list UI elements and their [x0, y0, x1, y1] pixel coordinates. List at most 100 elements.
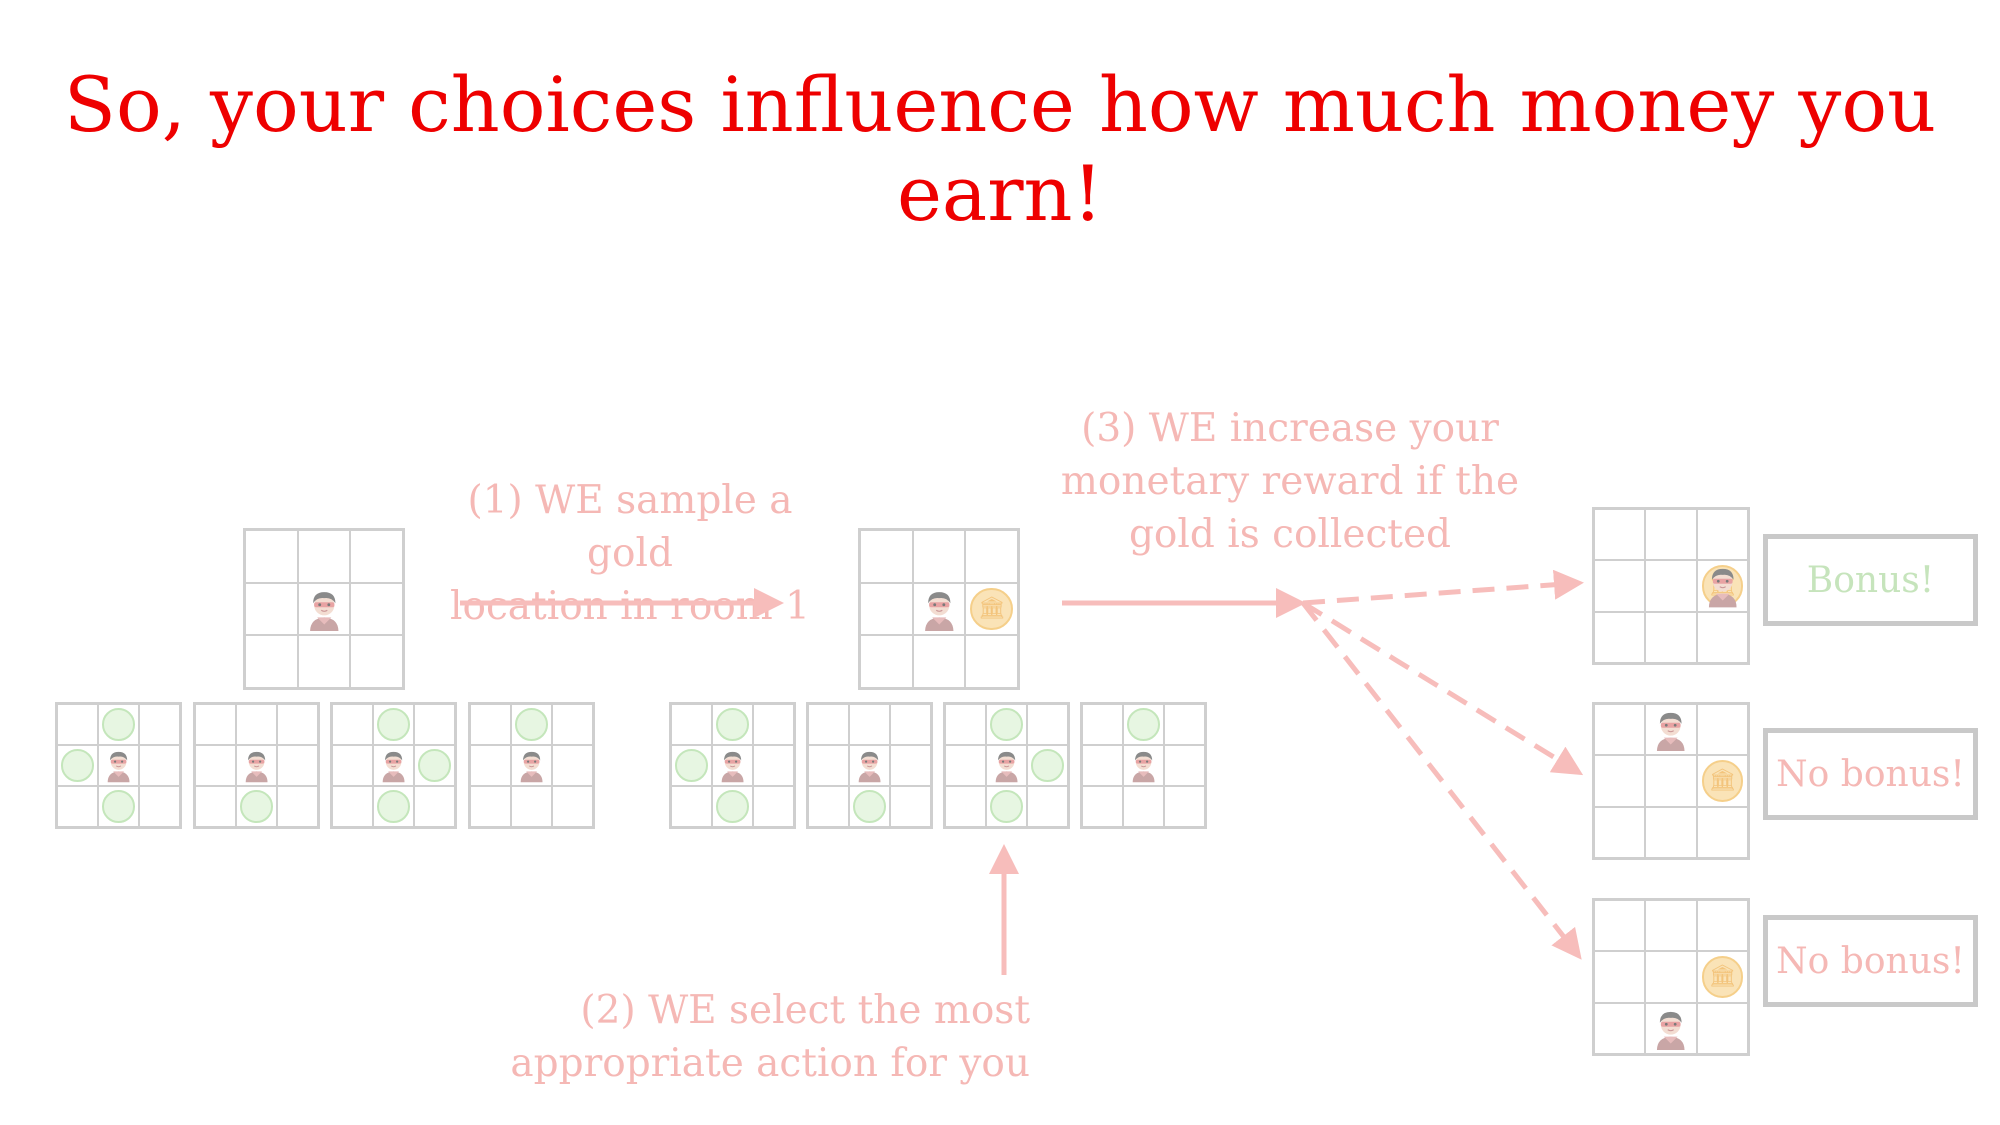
grid-cell	[277, 745, 318, 786]
grid-cell	[1594, 900, 1646, 952]
grid-cell	[57, 704, 98, 745]
grid-cell	[470, 786, 511, 827]
arrow-outcome-bonus	[1302, 569, 1584, 606]
option-marker	[675, 749, 708, 782]
grid-cell	[414, 745, 455, 786]
grid-cell	[511, 745, 552, 786]
grid-cell	[1696, 704, 1748, 756]
grid-cell	[195, 786, 236, 827]
grid-cell	[1696, 900, 1748, 952]
grid-cell	[1027, 786, 1068, 827]
superhero-avatar-icon	[241, 748, 272, 783]
grid-cell	[1645, 509, 1697, 561]
grid-cell	[245, 635, 298, 688]
grid-cell	[1164, 704, 1205, 745]
option-marker	[716, 790, 749, 823]
grid-cell	[1123, 704, 1164, 745]
grid-cell	[945, 745, 986, 786]
grid-cell	[1594, 755, 1646, 807]
grid-cell	[373, 786, 414, 827]
grid-cell: 🏛	[1696, 560, 1748, 612]
grid-cell	[860, 530, 913, 583]
slide-title: So, your choices influence how much mone…	[63, 60, 1937, 238]
grid-cell	[373, 704, 414, 745]
grid-cell	[1645, 755, 1697, 807]
superhero-avatar-icon	[919, 587, 960, 632]
grid-cell	[945, 786, 986, 827]
grid-cell	[332, 786, 373, 827]
grid-cell	[1082, 786, 1123, 827]
grid-cell	[1645, 806, 1697, 858]
grid-cell	[1594, 509, 1646, 561]
superhero-avatar-icon	[854, 748, 885, 783]
grid-cell	[849, 745, 890, 786]
grid-cell	[986, 745, 1027, 786]
grid-cell	[195, 704, 236, 745]
grid-cell	[297, 582, 351, 636]
outcome-grid-no-bonus: 🏛	[1592, 898, 1750, 1056]
superhero-avatar-icon	[378, 748, 409, 783]
grid-cell	[986, 786, 1027, 827]
grid-cell	[1594, 951, 1646, 1003]
grid-cell	[849, 786, 890, 827]
grid-cell	[350, 635, 403, 688]
grid-cell	[245, 582, 298, 636]
grid-cell	[1645, 611, 1697, 663]
option-marker	[515, 708, 548, 741]
no-bonus-badge: No bonus!	[1763, 728, 1978, 820]
grid-cell	[986, 704, 1027, 745]
step2-line: appropriate action for you	[510, 1041, 1030, 1086]
grid-cell	[671, 786, 712, 827]
arrow-outcome-no-bonus-2	[1301, 601, 1582, 960]
superhero-avatar-icon	[1703, 564, 1742, 608]
option-marker	[418, 749, 451, 782]
grid-cell	[849, 704, 890, 745]
superhero-avatar-icon	[1128, 748, 1159, 783]
grid-cell	[1164, 786, 1205, 827]
step3-line: monetary reward if the	[1060, 459, 1520, 504]
option-marker	[853, 790, 886, 823]
grid-cell	[671, 745, 712, 786]
grid-cell	[1696, 509, 1748, 561]
grid-cell	[332, 745, 373, 786]
grid-cell	[139, 704, 180, 745]
grid-cell	[470, 745, 511, 786]
grid-cell	[965, 635, 1018, 688]
grid-cell	[1123, 786, 1164, 827]
grid-cell	[671, 704, 712, 745]
candidate-room-grid	[193, 702, 320, 829]
grid-cell	[912, 530, 966, 583]
grid-cell	[1645, 704, 1697, 756]
grid-cell: 🏛	[965, 582, 1018, 636]
grid-cell	[1594, 806, 1646, 858]
grid-cell	[912, 582, 966, 636]
option-marker	[990, 790, 1023, 823]
grid-cell	[139, 745, 180, 786]
candidate-room-grid	[806, 702, 933, 829]
superhero-avatar-icon	[1651, 1007, 1690, 1051]
room1-grid	[243, 528, 405, 690]
grid-cell	[552, 786, 593, 827]
option-marker	[102, 708, 135, 741]
grid-cell: 🏛	[1696, 755, 1748, 807]
grid-cell	[297, 530, 351, 583]
grid-cell	[57, 786, 98, 827]
candidate-room-grid	[1080, 702, 1207, 829]
grid-cell	[139, 786, 180, 827]
gold-coin-icon: 🏛	[1701, 956, 1744, 998]
grid-cell	[712, 704, 753, 745]
superhero-avatar-icon	[304, 587, 345, 632]
room1-gold-grid: 🏛	[858, 528, 1020, 690]
grid-cell	[1123, 745, 1164, 786]
grid-cell	[1594, 560, 1646, 612]
gold-coin-icon: 🏛	[1701, 760, 1744, 802]
gold-coin-icon: 🏛	[970, 587, 1013, 631]
grid-cell	[860, 582, 913, 636]
grid-cell	[1645, 951, 1697, 1003]
option-marker	[377, 708, 410, 741]
step3-line: (3) WE increase your	[1081, 406, 1499, 451]
step2-annotation: (2) WE select the most appropriate actio…	[470, 984, 1030, 1090]
option-marker	[1127, 708, 1160, 741]
